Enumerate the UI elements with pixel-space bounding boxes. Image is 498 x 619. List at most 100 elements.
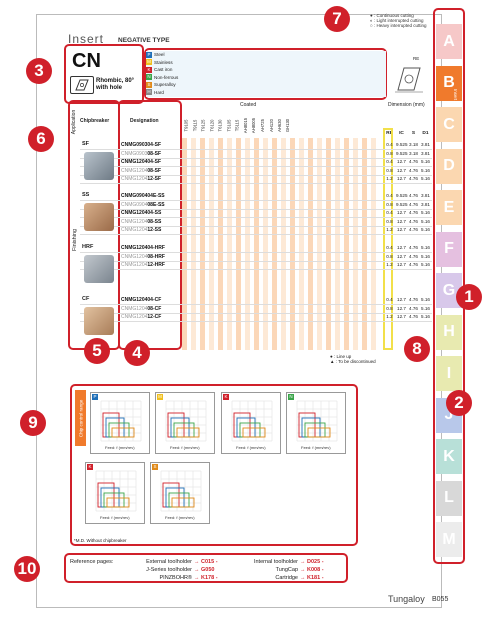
dim-cell: 0.8 <box>386 305 393 311</box>
callout-badge: 7 <box>324 6 350 32</box>
side-tab-d[interactable]: D <box>436 148 462 184</box>
designation-cell: CNMG090304-SF <box>121 141 181 149</box>
dim-cell: 1.2 <box>386 176 393 182</box>
dimension-header: Dimension (mm) <box>388 102 425 108</box>
dim-cell: 0.8 <box>386 218 393 224</box>
dim-cell: 4.76 <box>409 193 418 198</box>
stripe <box>218 138 223 350</box>
dim-cell: 4.76 <box>409 176 418 182</box>
designation-prefix: CNMG0904 <box>121 201 148 208</box>
application-value-cell: Finishing <box>70 210 79 270</box>
callout-badge: 10 <box>14 556 40 582</box>
designation-prefix: CNMG090404E <box>121 193 157 199</box>
side-tab-c[interactable]: C <box>436 107 462 142</box>
dim-cell: 0.4 <box>386 210 393 216</box>
chip-chart-plot <box>160 470 202 512</box>
reference-page-link[interactable]: → D025 - <box>300 559 324 565</box>
reference-page-link[interactable]: → G050 <box>194 567 215 573</box>
material-code: P <box>146 51 152 58</box>
side-tab-e[interactable]: E <box>436 190 462 225</box>
chip-range-region <box>307 427 331 438</box>
dim-header: S <box>411 131 416 136</box>
stripe <box>317 138 322 350</box>
footer-brand: Tungaloy <box>388 594 425 604</box>
reference-page-link[interactable]: → K181 - <box>300 575 324 581</box>
designation-cell: CNMG120404-CF <box>121 296 181 304</box>
reference-label: Reference pages: <box>70 559 114 565</box>
row-divider <box>80 234 432 236</box>
designation-cell: CNMG120412-SS <box>121 226 181 234</box>
lineup-legend: ● : Line up ▲ : To be discontinued <box>330 354 376 364</box>
chipbreaker-cf-image <box>84 307 114 335</box>
chip-chart-plot <box>296 400 338 442</box>
legend-continuous: ● : Continuous cutting <box>370 13 414 18</box>
side-tab-a[interactable]: A <box>436 24 462 59</box>
designation-cell: CNMG090404E-SS <box>121 192 181 200</box>
designation-suffix: 12-SF <box>147 176 162 183</box>
dim-cell: 3.81 <box>421 193 430 198</box>
reference-page-link[interactable]: → C015 - <box>194 559 218 565</box>
designation-cell: CNMG120408-CF <box>121 305 181 313</box>
designation-suffix: -SS <box>156 193 165 199</box>
side-tab-f[interactable]: F <box>436 231 462 267</box>
dim-cell: 5.16 <box>421 245 430 250</box>
dim-cell: 4.76 <box>409 305 418 311</box>
dim-cell: 3.18 <box>409 150 418 156</box>
designation-cell: CNMG090408E-SS <box>121 201 181 209</box>
row-divider <box>80 166 432 168</box>
reference-page-link[interactable]: → K008 - <box>300 567 324 573</box>
designation-header: Designation <box>130 118 159 124</box>
dim-cell: 4.76 <box>409 314 418 320</box>
insert-drawing-icon <box>392 62 426 96</box>
chart-x-label: Feed: f (mm/rev) <box>100 515 130 520</box>
designation-suffix: 12-CF <box>147 314 162 321</box>
material-code: S <box>146 81 152 88</box>
dim-cell: 4.76 <box>409 227 418 233</box>
dim-cell: 9.525 <box>396 193 408 198</box>
designation-frame <box>118 100 182 350</box>
shape-code: CN <box>72 50 101 72</box>
material-name: Stainless <box>154 59 173 65</box>
dim-cell: 5.16 <box>421 297 430 302</box>
chip-range-region <box>242 427 266 438</box>
callout-badge: 4 <box>124 340 150 366</box>
designation-cell: CNMG120412-SF <box>121 175 181 183</box>
chip-control-label: Chip control range <box>78 399 84 437</box>
reference-page-link[interactable]: → K178 - <box>194 575 218 581</box>
reference-name: J-Series toolholder <box>146 567 192 573</box>
designation-suffix: -SS <box>152 210 162 217</box>
chart-material-badge: N <box>288 394 294 400</box>
negative-type-label: NEGATIVE TYPE <box>118 37 170 44</box>
rhombic-insert-icon <box>70 76 94 94</box>
designation-suffix: -HRF <box>152 245 165 251</box>
side-tab-h[interactable]: H <box>436 314 462 350</box>
material-name: Steel <box>154 52 165 57</box>
dim-cell: 9.525 <box>396 150 408 156</box>
side-tab-i[interactable]: I <box>436 356 462 391</box>
row-divider <box>80 269 432 271</box>
side-tab-l[interactable]: L <box>436 480 462 516</box>
dim-cell: 5.16 <box>421 262 430 268</box>
reference-name: TungCap <box>275 567 298 573</box>
designation-prefix: CNMG0903 <box>121 150 148 157</box>
dim-cell: 3.81 <box>421 142 430 147</box>
stripe <box>326 138 331 350</box>
designation-cell: CNMG120404-HRF <box>121 244 181 252</box>
side-tab-b[interactable]: B <box>436 65 462 101</box>
cutting-legend: ● : Continuous cutting ◐ : Light interru… <box>370 13 436 28</box>
stripe <box>200 138 205 350</box>
chart-material-badge: K <box>223 394 229 400</box>
dim-cell: 5.16 <box>421 167 430 173</box>
dim-cell: 1.2 <box>386 314 393 320</box>
side-tab-m[interactable]: M <box>436 522 462 557</box>
stripe <box>290 138 295 350</box>
chipbreaker-label: CF <box>82 296 90 302</box>
designation-prefix: CNMG1204 <box>121 218 148 225</box>
chart-material-badge: P <box>92 394 98 400</box>
side-tab-k[interactable]: K <box>436 439 462 474</box>
dim-cell: 4.76 <box>409 262 418 268</box>
